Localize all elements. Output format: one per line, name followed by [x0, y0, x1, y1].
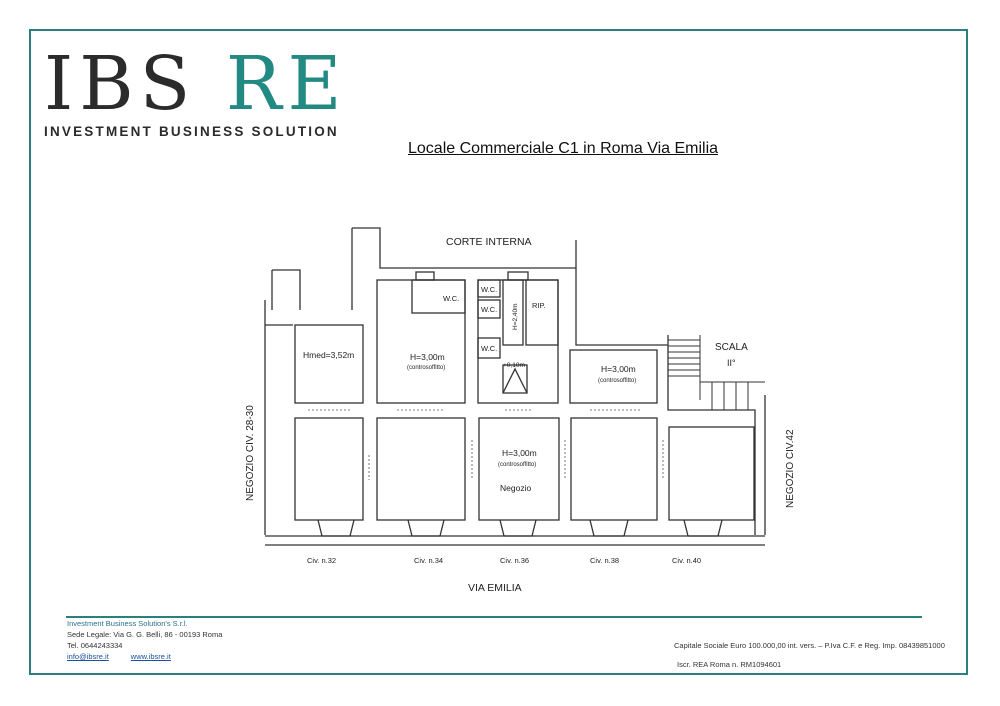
logo-ibs: IBS: [44, 41, 197, 127]
stair-icon: [668, 335, 765, 410]
room-center-ceiling: (controsoffitto): [407, 365, 445, 371]
neighbor-left-label: NEGOZIO CIV. 28-30: [245, 405, 256, 501]
plan-walls: [264, 227, 766, 546]
room-right-ceiling: (controsoffitto): [598, 378, 636, 384]
civic-label: Civ. n.36: [500, 556, 529, 565]
wc-label-4: W.C.: [481, 344, 497, 353]
courtyard-label: CORTE INTERNA: [446, 236, 532, 248]
footer-phone: Tel. 0644243334: [67, 641, 123, 650]
footer-email-link[interactable]: info@ibsre.it: [67, 652, 109, 661]
door-openings: [308, 409, 664, 480]
wc-height-label: H=2,40m: [512, 303, 519, 330]
room-right-height: H=3,00m: [601, 364, 636, 374]
wc-label-2: W.C.: [481, 285, 497, 294]
page-frame: [29, 29, 968, 675]
footer-website-link[interactable]: www.ibsre.it: [130, 652, 171, 661]
logo-wordmark: IBS RE: [44, 44, 348, 124]
logo-re: RE: [225, 41, 348, 127]
logo-tagline: INVESTMENT BUSINESS SOLUTION: [44, 124, 339, 139]
stair-label: SCALA: [715, 342, 748, 353]
civic-label: Civ. n.40: [672, 556, 701, 565]
shop-height: H=3,00m: [502, 448, 537, 458]
step-label: +0,10m: [503, 362, 525, 369]
footer-rea-info: Iscr. REA Roma n. RM1094601: [677, 660, 782, 669]
shop-ceiling: (controsoffitto): [498, 462, 536, 468]
wc-label-1: W.C.: [443, 294, 459, 303]
rip-label: RIP.: [532, 301, 546, 310]
civic-label: Civ. n.38: [590, 556, 619, 565]
street-label: VIA EMILIA: [468, 582, 522, 594]
civic-label: Civ. n.34: [414, 556, 443, 565]
footer-capital-info: Capitale Sociale Euro 100.000,00 int. ve…: [674, 641, 945, 650]
neighbor-right-label: NEGOZIO CIV.42: [785, 429, 796, 508]
footer-address: Sede Legale: Via G. G. Belli, 86 - 00193…: [67, 630, 223, 639]
wc-label-3: W.C.: [481, 305, 497, 314]
room-center-height: H=3,00m: [410, 352, 445, 362]
document-title: Locale Commerciale C1 in Roma Via Emilia: [408, 140, 719, 157]
company-logo: IBS RE INVESTMENT BUSINESS SOLUTION: [44, 44, 342, 144]
footer-company-name: Investment Business Solution's S.r.l.: [67, 619, 188, 628]
stair-floor-label: II°: [727, 358, 736, 368]
footer-divider: [66, 616, 922, 618]
room-left-height: Hmed=3,52m: [303, 350, 354, 360]
civic-label: Civ. n.32: [307, 556, 336, 565]
footer-company-info: Investment Business Solution's S.r.l. Se…: [67, 618, 222, 662]
shop-name: Negozio: [500, 483, 531, 493]
